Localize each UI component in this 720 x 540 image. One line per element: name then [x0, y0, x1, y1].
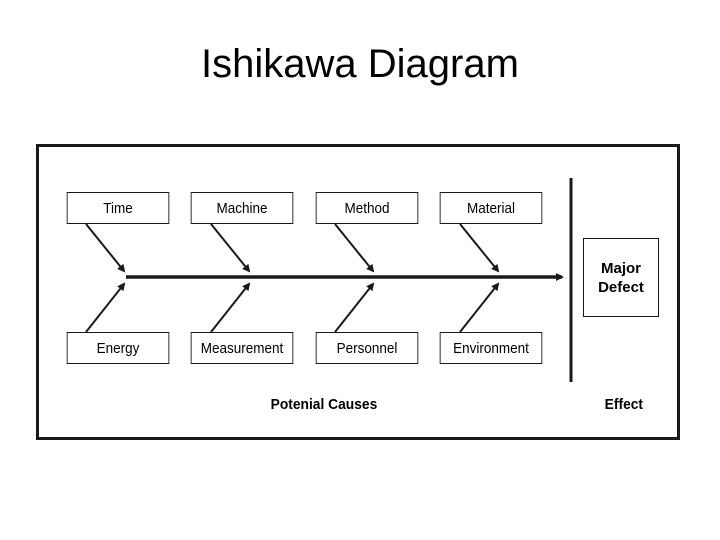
bone-environment — [459, 282, 500, 333]
cause-box-machine: Machine — [190, 192, 294, 224]
effect-box: Major Defect — [583, 238, 659, 317]
bone-material — [459, 223, 500, 273]
bone-energy — [85, 282, 126, 333]
slide-title: Ishikawa Diagram — [201, 42, 519, 86]
potential-causes-label: Potenial Causes — [270, 396, 378, 413]
effect-line-1: Major — [600, 259, 641, 277]
cause-box-material: Material — [439, 192, 543, 224]
bone-method — [334, 223, 375, 273]
bone-personnel — [334, 282, 375, 333]
diagram-frame — [36, 144, 680, 440]
cause-box-time: Time — [66, 192, 170, 224]
effect-label: Effect — [604, 396, 644, 413]
cause-box-personnel: Personnel — [315, 332, 419, 364]
bone-time — [85, 223, 126, 273]
cause-box-energy: Energy — [66, 332, 170, 364]
bone-machine — [210, 223, 251, 273]
effect-line-2: Defect — [598, 278, 644, 296]
cause-box-environment: Environment — [439, 332, 543, 364]
cause-box-measurement: Measurement — [190, 332, 294, 364]
bone-measurement — [210, 282, 251, 333]
cause-box-method: Method — [315, 192, 419, 224]
